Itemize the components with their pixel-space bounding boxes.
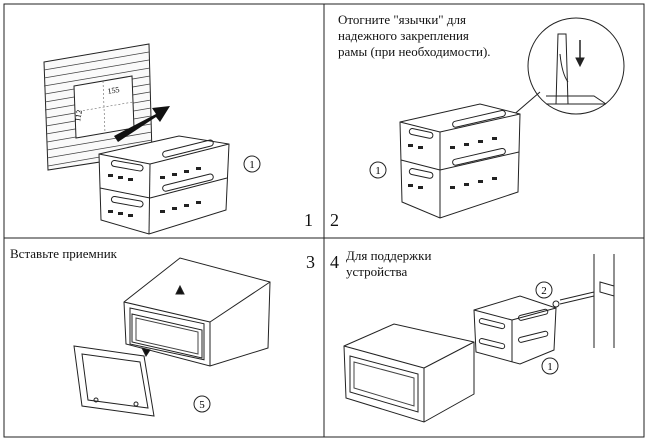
callout-circle [541, 357, 559, 375]
panel-step-4: 4 Для поддержки устройства [324, 238, 644, 437]
callout-number: 1 [547, 361, 553, 373]
dashboard-wall-shape [43, 43, 153, 171]
callout-number: 1 [249, 159, 255, 171]
wall-cutout-and-sleeve-illustration: 155 112 [43, 43, 261, 235]
dim-label-height: 112 [73, 109, 84, 122]
panel-step-1: 155 112 [4, 4, 324, 238]
callout-circle [243, 155, 261, 173]
mounting-sleeve-cage [399, 103, 521, 219]
callout-circle [193, 395, 211, 413]
support-bolt [552, 291, 595, 308]
panel-instruction-text: Для поддержки устройства [346, 248, 432, 279]
panel-instruction-text: Вставьте приемник [10, 246, 117, 261]
callout-circle [535, 281, 553, 299]
step-number: 2 [330, 210, 339, 230]
insert-receiver-illustration: 5 [73, 257, 271, 417]
support-bracket-illustration: 2 1 [343, 254, 615, 423]
panel-step-2: Отогните "язычки" для надежного закрепле… [324, 4, 644, 238]
mounting-sleeve-cage [473, 295, 557, 365]
dim-label-width: 155 [107, 85, 120, 96]
callout-number: 2 [541, 285, 547, 297]
receiver-unit [123, 257, 271, 367]
panel-step-3: Вставьте приемник 5 [4, 238, 324, 437]
callout-number: 5 [199, 399, 205, 411]
panel-instruction-text: Отогните "язычки" для надежного закрепле… [338, 12, 491, 59]
detail-magnifier [527, 17, 625, 115]
trim-frame [73, 345, 155, 417]
step-number: 1 [304, 210, 313, 230]
bend-tabs-illustration: 1 [369, 17, 625, 219]
callout-circle [369, 161, 387, 179]
callout-number: 1 [375, 165, 381, 177]
insert-direction-arrow [114, 106, 170, 142]
receiver-unit [343, 323, 475, 423]
step-number: 3 [306, 252, 315, 272]
step-number: 4 [330, 252, 339, 272]
mounting-sleeve-cage [98, 135, 230, 235]
wall-rails [593, 254, 615, 348]
